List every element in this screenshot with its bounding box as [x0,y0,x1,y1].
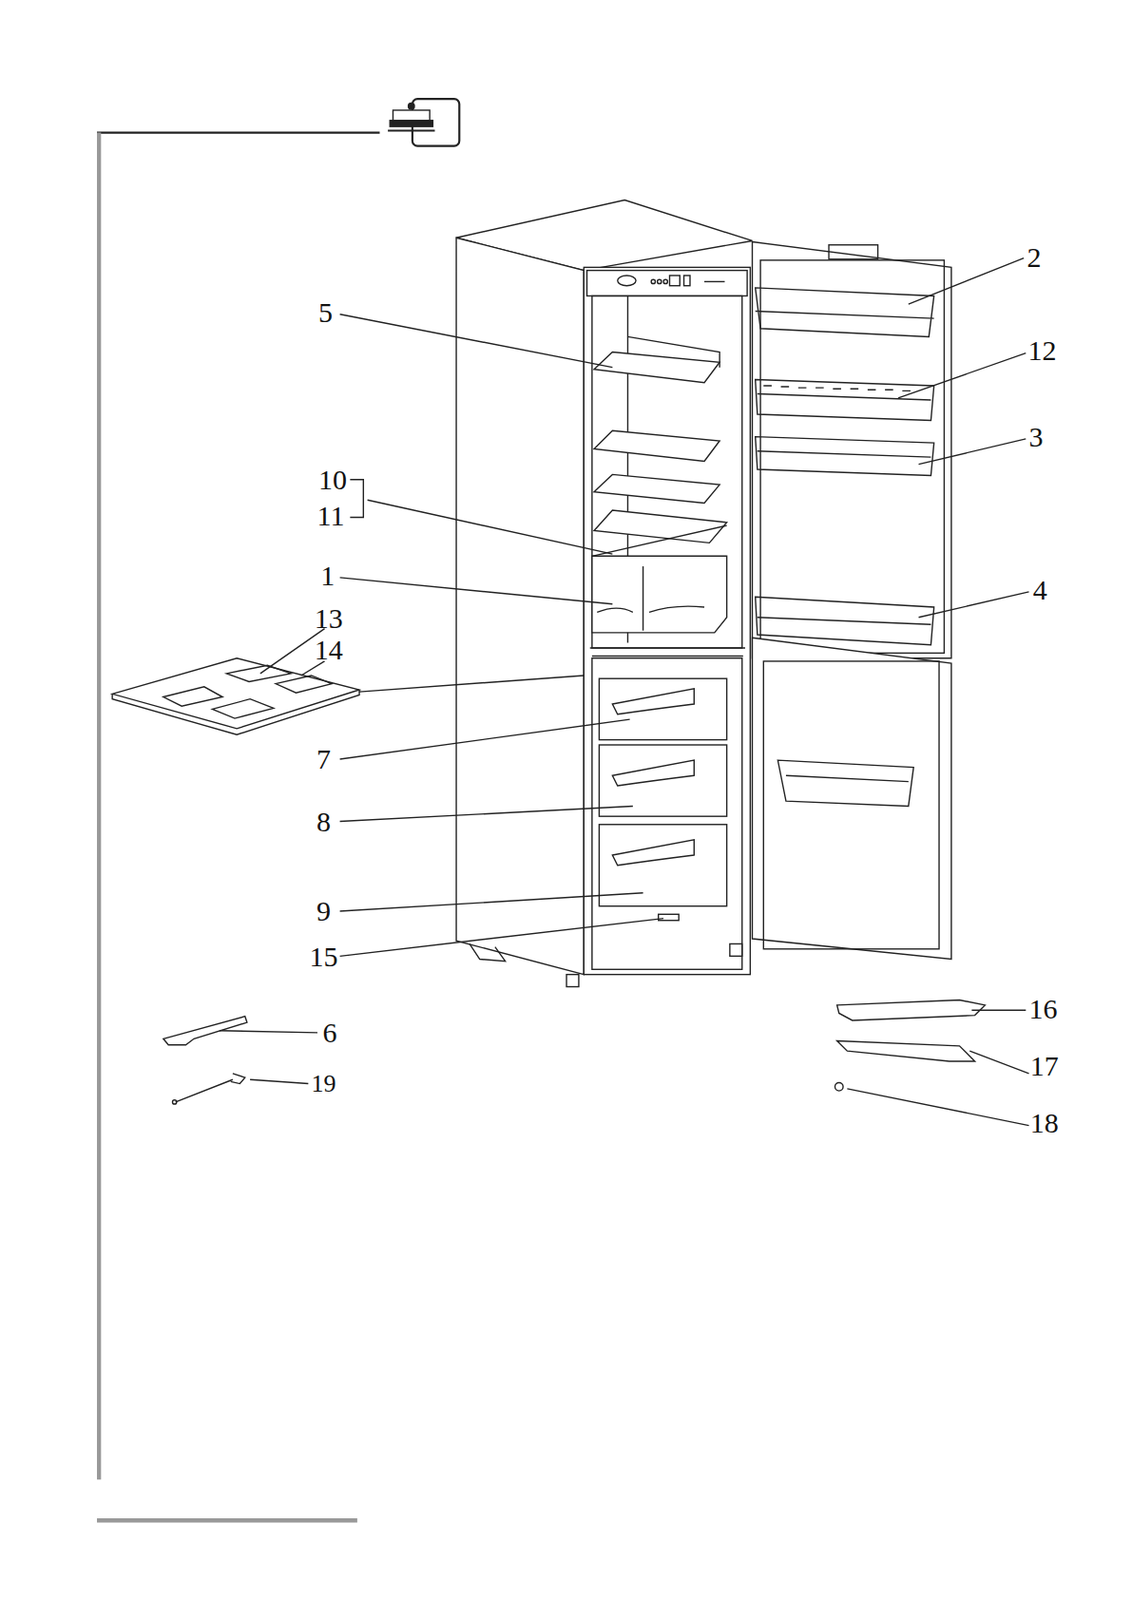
callout-number: 14 [314,635,344,665]
callout-number: 19 [310,1072,336,1097]
callout-number: 3 [1029,422,1044,452]
callout-number: 9 [316,897,331,926]
callout-number: 17 [1030,1052,1059,1081]
callout-number: 4 [1033,575,1048,605]
callout-number: 15 [308,942,338,972]
callout-number: 1 [320,561,335,591]
callout-number: 10 [318,465,347,495]
callout-number: 8 [316,807,331,837]
callout-number: 16 [1029,995,1058,1024]
callout-number: 18 [1030,1109,1059,1138]
callout-number: 12 [1027,336,1056,365]
callout-number: 11 [317,501,346,531]
callout-number: 13 [314,604,344,634]
callout-number: 6 [322,1018,337,1048]
callout-number: 7 [316,745,331,774]
callout-number: 2 [1026,243,1041,272]
callout-number: 5 [318,298,333,327]
